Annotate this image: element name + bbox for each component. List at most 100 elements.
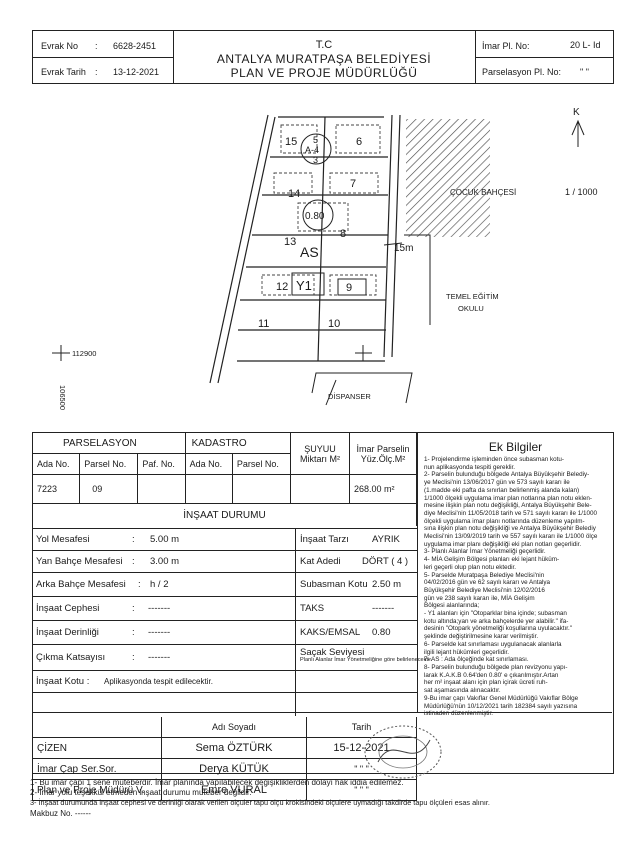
- ek-bilgi-line: Bölgesi alanlarında;: [424, 602, 480, 610]
- ek-bilgi-line: Büyükşehir Belediye Meclisi'nin 12/02/20…: [424, 586, 545, 594]
- col-k-ada: Ada No.: [184, 453, 233, 475]
- park-label: ÇOCUK BAHÇESİ: [450, 188, 516, 197]
- dispanser-label: DİSPANSER: [328, 392, 371, 401]
- ek-bilgi-line: Müdürlüğü'nün 10/12/2021 tarih 182384 sa…: [424, 702, 578, 710]
- header-right-cell: İmar Pl. No: 20 L- Id Parselasyon Pl. No…: [475, 31, 614, 83]
- y1-label: Y1: [296, 278, 312, 293]
- parcel-10: 10: [328, 318, 340, 330]
- ek-bilgi-line: nun aplikasyonda tespiti gereklir.: [424, 463, 516, 471]
- parselasyon-pl-value: " ": [580, 67, 589, 77]
- parcel-15: 15: [285, 136, 297, 148]
- ek-bilgiler-text: 1- Projelendirme işleminden önce subasma…: [424, 456, 612, 718]
- parcel-7: 7: [350, 178, 356, 190]
- parsel-value: 09: [79, 474, 139, 504]
- insaat-kotu-row: İnşaat Kotu : Aplikasyonda tespit edilec…: [32, 670, 417, 693]
- site-plan-map: K ÇOCUK BAHÇESİ 1 / 1000 TEMEL EĞİTİM OK…: [52, 107, 598, 410]
- ek-bilgi-line: 1/1000 ölçekli uygulama imar plan notlar…: [424, 494, 593, 502]
- parcel-13: 13: [284, 236, 296, 248]
- document-header: Evrak No : 6628-2451 Evrak Tarih : 13-12…: [32, 30, 614, 84]
- ek-bilgi-line: istinaden düzenlenmiştir.: [424, 710, 493, 718]
- kadastro-title: KADASTRO: [184, 432, 292, 454]
- signature-row: ÇİZEN Sema ÖZTÜRK 15-12-2021: [32, 737, 418, 759]
- ek-bilgi-line: 5- Parselde Muratpaşa Belediye Meclisi'n…: [424, 571, 545, 579]
- suyuu-title: ŞUYUU Miktarı M²: [290, 432, 350, 475]
- ek-bilgi-line: 8- Parselin bulunduğu bölgede plan reviz…: [424, 663, 568, 671]
- ek-bilgi-line: her m² inşaat alanı için plan içirak ücr…: [424, 679, 548, 687]
- evrak-tarih-label: Evrak Tarih: [41, 67, 86, 77]
- imar-pl-value: 20 L- Id: [570, 40, 601, 50]
- parcel-11: 11: [258, 318, 269, 330]
- parselasyon-pl-label: Parselasyon Pl. No:: [482, 67, 562, 77]
- school-label-1: TEMEL EĞİTİM: [446, 292, 499, 301]
- parcel-12: 12: [276, 281, 288, 293]
- col-k-parsel: Parsel No.: [231, 453, 292, 475]
- ek-bilgi-line: leri geçerli olup plan notu ektedir.: [424, 563, 517, 571]
- col-name-header: Adı Soyadı: [161, 717, 307, 738]
- ek-bilgi-line: 04/02/2016 gün ve 62 sayılı kararı ve An…: [424, 579, 551, 587]
- ek-bilgi-line: uygulama imar planı değişikliği eki plan…: [424, 540, 582, 548]
- ek-bilgi-line: gün ve 238 sayılı kararı ile, MİA Gelişi…: [424, 594, 535, 602]
- org-line-2: ANTALYA MURATPAŞA BELEDİYESİ: [216, 52, 432, 66]
- ek-bilgi-line: 1- Projelendirme işleminden önce subasma…: [424, 456, 565, 463]
- coord-y-label: 106500: [58, 385, 67, 410]
- ek-bilgi-line: şeklinde değiştirilmesine karar verilmiş…: [424, 633, 539, 641]
- ek-bilgi-line: mesine ilişkin plan notu değişikliği, An…: [424, 502, 592, 510]
- ek-bilgi-line: ye Meclisi'nin 13/06/2017 gün ve 573 say…: [424, 479, 570, 487]
- scale-label: 1 / 1000: [565, 187, 598, 197]
- ek-bilgi-line: 4- MİA Gelişim Bölgesi planları eki leja…: [424, 556, 560, 564]
- evrak-no-value: 6628-2451: [113, 41, 157, 51]
- imar-area-value: 268.00 m²: [349, 474, 417, 504]
- ek-bilgiler-title: Ek Bilgiler: [488, 440, 543, 454]
- footer-notes: 1- Bu imar çapı 1 sene muteberdir. İmar …: [30, 778, 630, 820]
- col-parsel: Parsel No.: [79, 453, 139, 475]
- circle-top: 5: [313, 135, 318, 145]
- parcel-table: PARSELASYON KADASTRO ŞUYUU Miktarı M² İm…: [31, 432, 417, 526]
- official-seal: [364, 725, 442, 779]
- parselasyon-title: PARSELASYON: [32, 432, 186, 454]
- kaks-circle-value: 0.80: [305, 211, 325, 222]
- col-paf: Paf. No.: [137, 453, 186, 475]
- north-label: K: [573, 107, 580, 118]
- footer-note: 1- Bu imar çapı 1 sene muteberdir. İmar …: [30, 778, 404, 787]
- signature-row: İmar Çap Ser.Sor. Derya KÜTÜK " " ": [32, 758, 418, 780]
- ek-bilgi-line: larak K.A.K.B 0.64'den 0.80' e çıkarılmı…: [424, 671, 559, 679]
- ek-bilgi-line: 3- Planlı Alanlar İmar Yönetmeliği geçer…: [424, 548, 546, 556]
- evrak-tarih-value: 13-12-2021: [113, 67, 160, 77]
- road-width-label: 15m: [394, 243, 413, 254]
- insaat-grid: Yol Mesafesi : 5.00 m İnşaat Tarzı AYRIK…: [32, 528, 432, 728]
- makbuz-no: Makbuz No. ------: [30, 809, 91, 818]
- ek-bilgi-line: - Y1 alanları için "Otoparklar bina için…: [424, 610, 567, 618]
- insaat-row: İnşaat Cephesi : ------- TAKS -------: [32, 596, 417, 621]
- header-left-cell: Evrak No : 6628-2451 Evrak Tarih : 13-12…: [33, 31, 174, 83]
- ek-bilgi-line: ölçekli uygulama imar planı notlarında d…: [424, 517, 585, 525]
- circle-bottom: 3: [313, 155, 318, 165]
- parcel-9: 9: [346, 282, 352, 294]
- ek-bilgi-line: diye Meclisi'nin 11/05/2018 tarih ve 571…: [424, 509, 597, 517]
- imar-area-title: İmar Parselin Yüz.Ölç.M²: [349, 432, 417, 475]
- footer-note: 2- İmar yolu teşekkül etmeden inşaat dur…: [30, 788, 252, 797]
- circle-mid: A-4: [305, 145, 319, 155]
- ek-bilgi-line: sına ilişkin plan notu değişikliği ve An…: [424, 525, 596, 533]
- footer-note: 3- İnşaat durumunda inşaat cephesi ve de…: [30, 798, 490, 807]
- parcel-6: 6: [356, 136, 362, 148]
- insaat-row: Yan Bahçe Mesafesi : 3.00 m Kat Adedi DÖ…: [32, 550, 417, 573]
- ek-bilgi-line: 2- Parselin bulunduğu bölgede Antalya Bü…: [424, 471, 590, 479]
- signature-table: Adı Soyadı Tarih ÇİZEN Sema ÖZTÜRK 15-12…: [32, 717, 418, 801]
- ada-value: 7223: [31, 474, 81, 504]
- imar-pl-label: İmar Pl. No:: [482, 41, 530, 51]
- evrak-no-label: Evrak No: [41, 41, 79, 51]
- org-line-1: T.C: [315, 39, 333, 51]
- insaat-title: İNŞAAT DURUMU: [183, 510, 266, 521]
- insaat-row: Arka Bahçe Mesafesi : h / 2 Subasman Kot…: [32, 572, 417, 597]
- ek-bilgi-line: kotu altında;yan ve arka bahçelerde yer …: [424, 617, 569, 625]
- ek-bilgi-line: (1.madde eki pafta da sınırları belirlen…: [424, 486, 580, 494]
- school-label-2: OKULU: [458, 304, 484, 313]
- park-hatched-area: [406, 119, 490, 237]
- parcel-8: 8: [340, 228, 346, 240]
- signature-row: Plan ve Proje Müdürü V. Emre VURAL " " ": [32, 779, 418, 801]
- org-line-3: PLAN VE PROJE MÜDÜRLÜĞÜ: [230, 66, 418, 80]
- parcel-14: 14: [288, 188, 300, 200]
- ek-bilgi-line: Meclisi'nin 13/09/2019 tarih ve 557 sayı…: [424, 533, 598, 541]
- ek-bilgiler-panel: Ek Bilgiler 1- Projelendirme işleminden …: [417, 432, 613, 717]
- insaat-row: Çıkma Katsayısı : ------- Saçak Seviyesi…: [32, 644, 432, 671]
